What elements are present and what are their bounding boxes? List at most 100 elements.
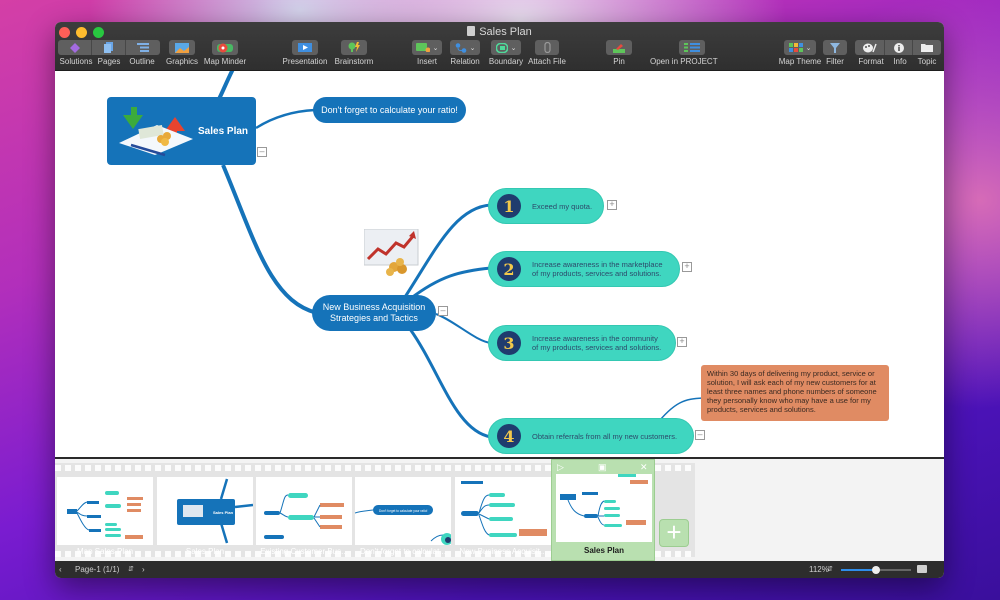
chevron-down-icon: ⌄: [805, 44, 812, 52]
app-window: Sales Plan Solutions Pages Outline: [55, 22, 944, 578]
relation-icon: [455, 42, 466, 53]
main-topic-line1: New Business Acquisition: [322, 302, 426, 312]
insert-icon: [415, 43, 430, 52]
slide-preview-active: [556, 474, 652, 542]
goal-label: Obtain referrals from all my new custome…: [532, 431, 678, 441]
camera-icon[interactable]: ▣: [598, 462, 607, 472]
filter-icon: [830, 42, 840, 53]
pin-button[interactable]: [606, 40, 632, 55]
fit-to-window-button[interactable]: [917, 565, 927, 573]
graphics-button[interactable]: [169, 40, 195, 55]
presentation-button[interactable]: [292, 40, 318, 55]
link-root-callout: [255, 108, 316, 130]
minimize-window-button[interactable]: [76, 27, 87, 38]
page-stepper[interactable]: ⇵: [128, 566, 134, 573]
play-icon[interactable]: ▷: [557, 462, 564, 472]
format-button[interactable]: [855, 40, 885, 55]
outline-button[interactable]: [126, 40, 160, 55]
slide-thumbnail-5[interactable]: [455, 477, 551, 545]
zoom-slider-fill: [841, 569, 876, 571]
info-button[interactable]: [885, 40, 913, 55]
number-badge-icon: 2: [497, 257, 521, 281]
format-label: Format: [858, 57, 884, 66]
solutions-label: Solutions: [59, 57, 93, 66]
graphics-label: Graphics: [166, 57, 199, 66]
slide-preview: [67, 491, 143, 539]
graphics-icon: [175, 42, 189, 53]
slide-thumbnail-4[interactable]: Don't forget to calculate your ratio!: [355, 477, 451, 545]
goal-4-collapse-button[interactable]: –: [695, 430, 705, 440]
slide-preview-text: Don't forget to calculate your ratio!: [379, 509, 428, 513]
page-indicator: Page-1 (1/1): [75, 565, 120, 574]
insert-button[interactable]: ⌄: [412, 40, 442, 55]
map-minder-button[interactable]: [212, 40, 238, 55]
callout-label: Don't forget to calculate your ratio!: [321, 105, 458, 115]
goal-3-expand-button[interactable]: +: [677, 337, 687, 347]
brainstorm-button[interactable]: [341, 40, 367, 55]
window-title: Sales Plan: [55, 25, 944, 39]
filter-button[interactable]: [823, 40, 847, 55]
slide-label-1: Map Sales Plan: [76, 547, 134, 556]
status-bar: ‹ Page-1 (1/1) ⇵ › 112% ⇵: [55, 561, 944, 578]
slide-preview: Sales Plan: [177, 478, 253, 544]
zoom-slider-knob[interactable]: [872, 566, 880, 574]
close-icon[interactable]: ✕: [640, 462, 648, 472]
root-collapse-button[interactable]: –: [257, 147, 267, 157]
root-topic[interactable]: Sales Plan: [107, 97, 256, 165]
pages-icon: [104, 42, 113, 53]
add-slide-button[interactable]: +: [659, 519, 689, 547]
paperclip-icon: [543, 42, 551, 53]
goal-topic-4[interactable]: 4 Obtain referrals from all my new custo…: [488, 418, 694, 454]
slide-label-active: Sales Plan: [583, 546, 625, 555]
panel-splitter[interactable]: [55, 457, 944, 459]
brainstorm-group: Brainstorm: [334, 40, 374, 67]
film-perforation-bottom: [55, 551, 695, 557]
map-minder-icon: [217, 43, 233, 52]
next-page-button[interactable]: ›: [142, 565, 145, 574]
relation-button[interactable]: ⌄: [450, 40, 480, 55]
solutions-button[interactable]: [58, 40, 92, 55]
callout-topic[interactable]: Don't forget to calculate your ratio!: [313, 97, 466, 123]
info-label: Info: [893, 57, 907, 66]
zoom-stepper[interactable]: ⇵: [827, 566, 833, 573]
pages-button[interactable]: [92, 40, 126, 55]
palette-icon: [862, 43, 877, 52]
zoom-level: 112%: [809, 565, 829, 574]
goal-topic-1[interactable]: 1 Exceed my quota.: [488, 188, 604, 224]
slide-strip: Map Sales Plan Sales Plan Sales Plan: [55, 459, 944, 561]
goal-label-line2: of my products, services and solutions.: [532, 343, 662, 352]
slide-thumbnail-active[interactable]: ▷ ▣ ✕ Sales Plan: [551, 459, 655, 561]
topic-button[interactable]: [913, 40, 941, 55]
map-minder-label: Map Minder: [203, 57, 247, 66]
main-topic-collapse-button[interactable]: –: [438, 306, 448, 316]
chevron-down-icon: ⌄: [510, 44, 517, 52]
slide-thumbnail-3[interactable]: [256, 477, 352, 545]
attach-file-label: Attach File: [528, 57, 566, 66]
boundary-button[interactable]: ⌄: [491, 40, 521, 55]
slide-thumbnail-1[interactable]: [57, 477, 153, 545]
number-badge-icon: 3: [497, 331, 521, 355]
map-theme-group: ⌄ Map Theme: [778, 40, 822, 67]
map-theme-button[interactable]: ⌄: [784, 40, 816, 55]
goal-2-expand-button[interactable]: +: [682, 262, 692, 272]
main-topic-line2: Strategies and Tactics: [330, 313, 418, 323]
goal-1-expand-button[interactable]: +: [607, 200, 617, 210]
attach-file-button[interactable]: [535, 40, 559, 55]
film-perforation-top: [55, 465, 695, 471]
note-topic[interactable]: Within 30 days of delivering my product,…: [701, 365, 889, 421]
slide-thumbnail-2[interactable]: Sales Plan: [157, 477, 253, 545]
open-in-project-button[interactable]: [678, 40, 705, 55]
link-root-main-topic: [221, 164, 318, 315]
zoom-slider[interactable]: [841, 566, 911, 574]
close-window-button[interactable]: [59, 27, 70, 38]
document-icon: [467, 26, 476, 36]
maximize-window-button[interactable]: [93, 27, 104, 38]
outline-label: Outline: [129, 57, 155, 66]
map-canvas[interactable]: Sales Plan – Don't forget to calculate y…: [55, 71, 944, 457]
previous-page-button[interactable]: ‹: [59, 565, 62, 574]
boundary-group: ⌄ Boundary: [488, 40, 524, 67]
